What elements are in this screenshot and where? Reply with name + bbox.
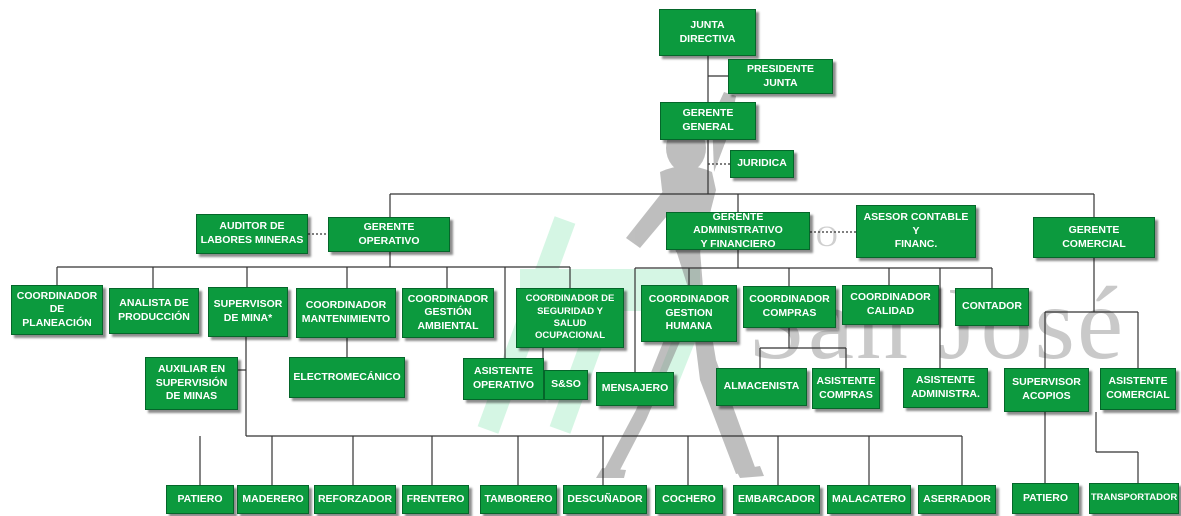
box-aserrador: ASERRADOR xyxy=(918,485,996,514)
box-contador: CONTADOR xyxy=(955,288,1029,326)
box-embarcador: EMBARCADOR xyxy=(733,485,820,514)
box-descunador: DESCUÑADOR xyxy=(563,485,647,514)
box-asistente-comercial: ASISTENTE COMERCIAL xyxy=(1100,368,1176,410)
box-tamborero: TAMBORERO xyxy=(480,485,557,514)
box-cochero: COCHERO xyxy=(655,485,723,514)
box-supervisor-mina: SUPERVISOR DE MINA* xyxy=(208,287,288,337)
box-transportador: TRANSPORTADOR xyxy=(1089,483,1179,514)
box-maderero: MADERERO xyxy=(237,485,309,514)
box-auditor-labores-mineras: AUDITOR DE LABORES MINERAS xyxy=(196,214,308,254)
box-frentero: FRENTERO xyxy=(402,485,469,514)
box-asistente-compras: ASISTENTE COMPRAS xyxy=(812,368,880,409)
box-patiero: PATIERO xyxy=(166,485,234,514)
solid-connectors xyxy=(56,56,1139,485)
box-gerente-comercial: GERENTE COMERCIAL xyxy=(1033,217,1155,258)
box-gerente-general: GERENTE GENERAL xyxy=(660,102,756,140)
box-electromecanico: ELECTROMECÁNICO xyxy=(289,357,405,398)
box-supervisor-acopios: SUPERVISOR ACOPIOS xyxy=(1004,368,1089,412)
box-analista-produccion: ANALISTA DE PRODUCCIÓN xyxy=(109,288,199,334)
box-coordinador-mantenimiento: COORDINADOR MANTENIMIENTO xyxy=(296,288,396,338)
box-coordinador-planeacion: COORDINADOR DE PLANEACIÓN xyxy=(11,285,103,335)
box-asistente-administra: ASISTENTE ADMINISTRA. xyxy=(903,368,988,408)
box-mensajero: MENSAJERO xyxy=(596,372,674,406)
box-asistente-operativo: ASISTENTE OPERATIVO xyxy=(463,358,544,400)
box-coordinador-compras: COORDINADOR COMPRAS xyxy=(743,286,836,328)
box-presidente-junta: PRESIDENTE JUNTA xyxy=(728,59,833,94)
box-junta-directiva: JUNTA DIRECTIVA xyxy=(659,9,756,56)
box-coordinador-gestion-ambiental: COORDINADOR GESTIÓN AMBIENTAL xyxy=(402,288,494,338)
box-malacatero: MALACATERO xyxy=(827,485,911,514)
dashed-connectors xyxy=(308,163,856,235)
box-gerente-administrativo: GERENTE ADMINISTRATIVO Y FINANCIERO xyxy=(666,211,810,250)
box-patiero-comercial: PATIERO xyxy=(1012,483,1079,514)
box-coordinador-calidad: COORDINADOR CALIDAD xyxy=(842,285,939,325)
box-auxiliar-supervision-minas: AUXILIAR EN SUPERVISIÓN DE MINAS xyxy=(145,357,238,410)
box-reforzador: REFORZADOR xyxy=(314,485,396,514)
box-almacenista: ALMACENISTA xyxy=(716,368,807,406)
box-coordinador-seguridad-salud: COORDINADOR DE SEGURIDAD Y SALUD OCUPACI… xyxy=(516,288,624,348)
box-sso: S&SO xyxy=(544,370,588,400)
box-juridica: JURIDICA xyxy=(730,150,794,178)
box-asesor-contable: ASESOR CONTABLE Y FINANC. xyxy=(856,205,976,258)
box-coordinador-gestion-humana: COORDINADOR GESTION HUMANA xyxy=(641,285,737,342)
box-gerente-operativo: GERENTE OPERATIVO xyxy=(328,217,450,252)
